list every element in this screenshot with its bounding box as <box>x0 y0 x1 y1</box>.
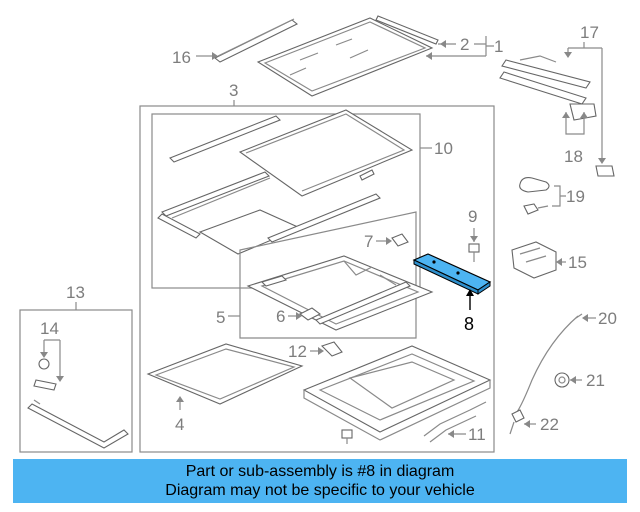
callout-4: 4 <box>175 415 184 434</box>
assembly-box-13 <box>19 309 133 453</box>
callout-21: 21 <box>586 371 605 390</box>
callout-8-group: 8 <box>464 289 474 334</box>
callout-14-group: 14 <box>40 319 64 382</box>
info-banner: Part or sub-assembly is #8 in diagram Di… <box>13 459 627 503</box>
callout-17: 17 <box>580 23 599 42</box>
part-roof-frame <box>302 345 492 441</box>
part-19-cap <box>519 177 550 215</box>
callout-7: 7 <box>364 232 373 251</box>
part-11-drain-hose <box>423 401 487 443</box>
callout-11: 11 <box>468 425 486 444</box>
callout-2: 2 <box>460 35 469 54</box>
part-15-motor <box>511 241 557 279</box>
callout-5: 5 <box>216 308 225 327</box>
callout-1-2-group: 2 1 <box>426 35 503 60</box>
part-6-clip <box>298 307 322 321</box>
callout-1: 1 <box>494 37 503 56</box>
part-5-frame <box>246 255 434 331</box>
callout-11-group: 11 <box>448 425 486 444</box>
callout-3: 3 <box>229 81 238 100</box>
part-8-highlighted <box>412 253 492 295</box>
banner-line-1: Part or sub-assembly is #8 in diagram <box>185 463 455 480</box>
callout-13: 13 <box>66 283 85 302</box>
callout-10: 10 <box>434 139 453 158</box>
callout-17-group: 17 <box>564 23 606 164</box>
callout-7-group: 7 <box>364 232 392 251</box>
callout-6: 6 <box>276 307 285 326</box>
part-9-bolt <box>468 228 480 262</box>
callout-20: 20 <box>598 309 617 328</box>
part-7-bracket <box>391 233 409 247</box>
callout-20-group: 20 <box>582 309 617 328</box>
callout-10-group: 10 <box>420 139 453 158</box>
part-10-seals <box>157 109 414 255</box>
assembly-box-3 <box>139 105 495 453</box>
part-16-deflector <box>213 18 299 63</box>
banner-line-2: Diagram may not be specific to your vehi… <box>165 482 475 499</box>
assembly-box-5 <box>239 211 417 339</box>
callout-22-group: 22 <box>524 415 559 434</box>
part-21-grommet <box>554 372 570 388</box>
part-4-sunshade <box>146 343 304 405</box>
part-22-connector <box>509 409 525 435</box>
callout-13-group: 13 <box>66 283 85 310</box>
part-12-clip <box>320 341 343 357</box>
callout-8: 8 <box>464 314 474 334</box>
callout-14: 14 <box>40 319 59 338</box>
callout-4-group: 4 <box>175 396 184 434</box>
callout-15: 15 <box>568 253 587 272</box>
callout-12-group: 12 <box>288 342 324 361</box>
callout-12: 12 <box>288 342 307 361</box>
callout-22: 22 <box>540 415 559 434</box>
callout-19: 19 <box>566 187 585 206</box>
part-bolt-bottom <box>341 429 353 444</box>
callout-19-group: 19 <box>552 185 585 207</box>
part-14-fastener <box>33 358 57 391</box>
callout-5-group: 5 <box>216 308 240 327</box>
callout-3-group: 3 <box>229 81 238 106</box>
callout-18-group: 18 <box>562 112 588 166</box>
callout-16-group: 16 <box>172 48 218 67</box>
part-20-cable <box>513 313 583 417</box>
part-1-glass-panel <box>256 17 434 97</box>
callout-6-group: 6 <box>276 307 302 326</box>
callout-16: 16 <box>172 48 191 67</box>
callout-21-group: 21 <box>570 371 605 390</box>
callout-9: 9 <box>468 207 477 226</box>
part-13-seal <box>27 399 129 449</box>
callout-18: 18 <box>564 147 583 166</box>
callout-15-group: 15 <box>556 253 587 272</box>
part-2-seal <box>375 15 439 45</box>
part-17-rail-assembly <box>499 55 615 177</box>
